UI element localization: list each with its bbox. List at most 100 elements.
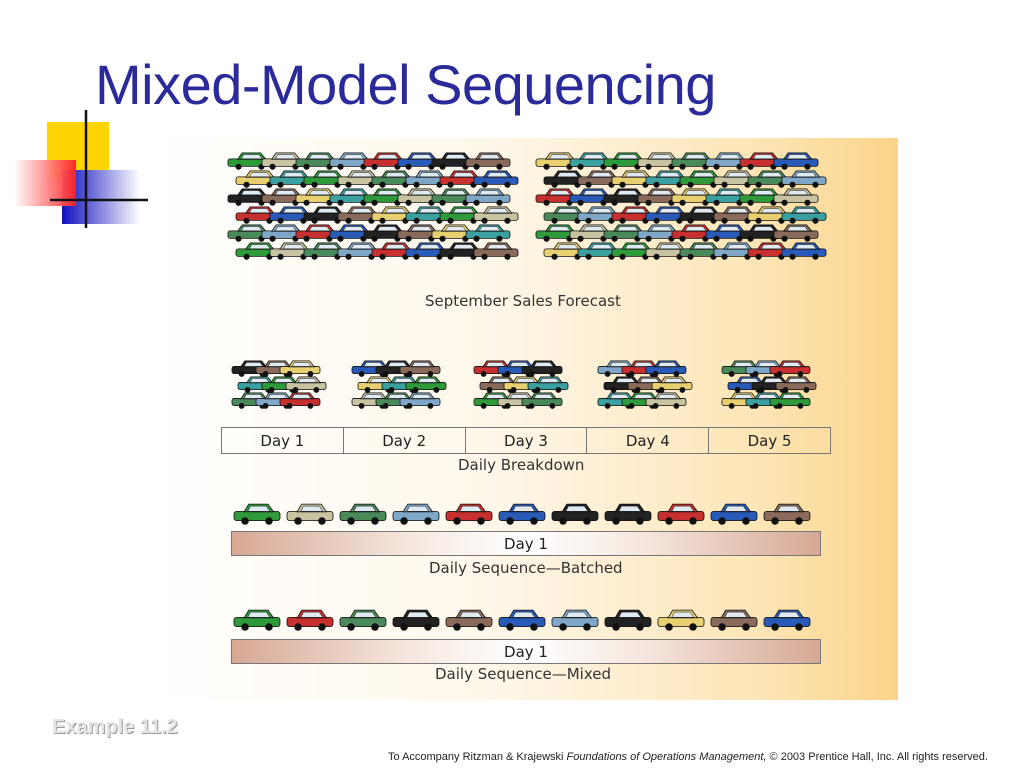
- batched-sequence-car: [233, 503, 281, 525]
- mixed-sequence-car: [339, 609, 387, 631]
- footer-book-title: Foundations of Operations Management,: [566, 751, 767, 763]
- forecast-car: [679, 242, 725, 260]
- breakdown-car: [521, 360, 563, 377]
- forecast-car: [679, 206, 725, 224]
- breakdown-car: [399, 360, 441, 377]
- forecast-car: [295, 224, 341, 242]
- forecast-car: [235, 206, 281, 224]
- forecast-car: [611, 170, 657, 188]
- mixed-sequence-car: [233, 609, 281, 631]
- forecast-car: [337, 242, 383, 260]
- forecast-car: [773, 152, 819, 170]
- forecast-car: [269, 206, 315, 224]
- breakdown-car: [279, 392, 321, 409]
- decorative-corner-squares: [14, 110, 148, 228]
- batched-sequence-car: [710, 503, 758, 525]
- forecast-car: [329, 224, 375, 242]
- forecast-car: [569, 188, 615, 206]
- forecast-car: [739, 152, 785, 170]
- slide-title: Mixed-Model Sequencing: [95, 53, 716, 116]
- forecast-car: [705, 188, 751, 206]
- batched-sequence-car: [286, 503, 334, 525]
- forecast-car: [773, 224, 819, 242]
- forecast-car: [235, 170, 281, 188]
- forecast-car: [439, 170, 485, 188]
- forecast-car: [235, 242, 281, 260]
- mixed-caption: Daily Sequence—Mixed: [435, 665, 611, 683]
- day-cell-2: Day 2: [344, 428, 466, 453]
- red-square: [14, 160, 76, 206]
- forecast-car: [465, 188, 511, 206]
- breakdown-car: [769, 392, 811, 409]
- batched-sequence-car: [445, 503, 493, 525]
- mixed-sequence-car: [710, 609, 758, 631]
- forecast-car: [747, 170, 793, 188]
- mixed-sequence-car: [551, 609, 599, 631]
- forecast-label: September Sales Forecast: [425, 292, 621, 310]
- batched-sequence-car: [604, 503, 652, 525]
- forecast-car: [329, 152, 375, 170]
- forecast-car: [261, 152, 307, 170]
- forecast-car: [611, 242, 657, 260]
- forecast-car: [773, 188, 819, 206]
- breakdown-car: [645, 392, 687, 409]
- breakdown-car: [751, 376, 793, 393]
- forecast-car: [269, 242, 315, 260]
- batched-sequence-car: [657, 503, 705, 525]
- forecast-car: [781, 206, 827, 224]
- mixed-sequence-car: [604, 609, 652, 631]
- breakdown-car: [285, 376, 327, 393]
- forecast-car: [569, 152, 615, 170]
- breakdown-car: [405, 376, 447, 393]
- forecast-car: [473, 242, 519, 260]
- forecast-car: [781, 170, 827, 188]
- forecast-car: [713, 170, 759, 188]
- forecast-car: [603, 224, 649, 242]
- forecast-car: [465, 152, 511, 170]
- forecast-car: [577, 206, 623, 224]
- breakdown-car: [527, 376, 569, 393]
- footer-prefix: To Accompany Ritzman & Krajewski: [388, 751, 567, 763]
- mixed-sequence-car: [392, 609, 440, 631]
- forecast-car: [397, 224, 443, 242]
- batched-sequence-car: [763, 503, 811, 525]
- breakdown-car: [651, 376, 693, 393]
- daily-breakdown-label: Daily Breakdown: [458, 456, 585, 474]
- breakdown-car: [279, 360, 321, 377]
- day-cell-3: Day 3: [466, 428, 588, 453]
- mixed-sequence-car: [763, 609, 811, 631]
- mixed-day-bar: Day 1: [231, 639, 821, 664]
- forecast-car: [679, 170, 725, 188]
- forecast-car: [713, 242, 759, 260]
- batched-day-bar: Day 1: [231, 531, 821, 556]
- forecast-car: [261, 224, 307, 242]
- forecast-car: [227, 188, 273, 206]
- forecast-car: [543, 170, 589, 188]
- forecast-car: [397, 152, 443, 170]
- breakdown-car: [399, 392, 441, 409]
- forecast-car: [739, 188, 785, 206]
- mixed-sequence-car: [498, 609, 546, 631]
- forecast-car: [371, 170, 417, 188]
- forecast-car: [637, 152, 683, 170]
- forecast-car: [473, 206, 519, 224]
- forecast-car: [431, 152, 477, 170]
- mixed-sequence-car: [657, 609, 705, 631]
- mixed-sequence-car: [286, 609, 334, 631]
- footer-text: To Accompany Ritzman & Krajewski Foundat…: [388, 751, 988, 763]
- forecast-car: [781, 242, 827, 260]
- forecast-car: [363, 188, 409, 206]
- forecast-car: [569, 224, 615, 242]
- forecast-car: [227, 152, 273, 170]
- mixed-sequence-car: [445, 609, 493, 631]
- forecast-car: [705, 224, 751, 242]
- forecast-car: [261, 188, 307, 206]
- forecast-car: [337, 170, 383, 188]
- breakdown-car: [775, 376, 817, 393]
- forecast-car: [739, 224, 785, 242]
- forecast-car: [747, 206, 793, 224]
- forecast-car: [303, 170, 349, 188]
- forecast-car: [431, 188, 477, 206]
- forecast-car: [439, 206, 485, 224]
- breakdown-car: [521, 392, 563, 409]
